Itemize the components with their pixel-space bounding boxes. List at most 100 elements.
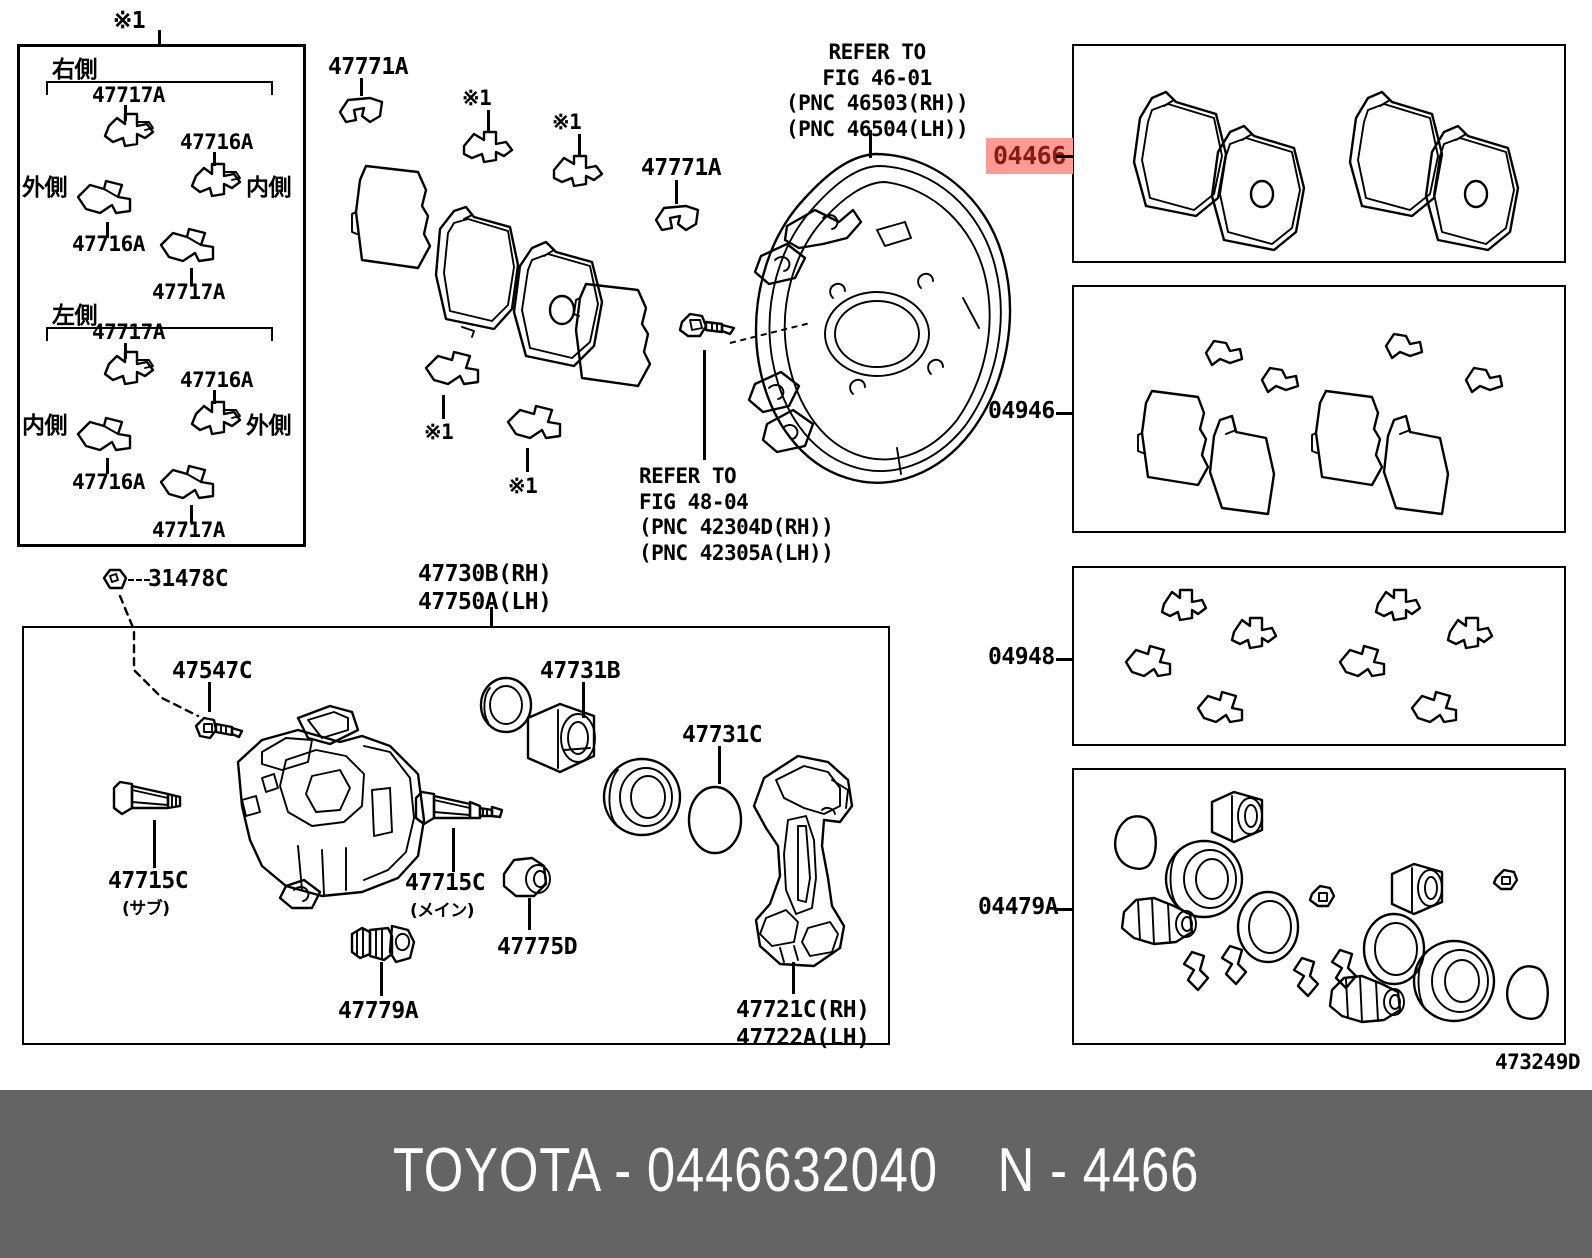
caliper-title-lh: 47750A(LH) xyxy=(418,589,552,616)
seal-kit-small-bushing-2 xyxy=(1492,868,1519,891)
bolt-ref-line-2: FIG 48-04 xyxy=(639,489,749,514)
clip-kit-item-1 xyxy=(1160,588,1208,622)
ref-mark-3: ※1 xyxy=(424,420,454,444)
kit-label-04479A[interactable]: 04479A xyxy=(978,894,1059,920)
leader-04466 xyxy=(1056,155,1074,158)
shim-kit-clip-3 xyxy=(1384,332,1424,360)
leader-47717A-l2 xyxy=(190,505,193,523)
seal-kit-boot-2 xyxy=(1412,939,1496,1023)
inset-part-47716A-l1: 47716A xyxy=(180,368,253,392)
mounting-bracket-label-block: 47721C(RH)47722A(LH) xyxy=(736,996,870,1052)
inset-part-47716A-l2: 47716A xyxy=(72,470,145,494)
leader-backing-plate xyxy=(869,130,872,158)
banner-part-number-text: TOYOTA - 0446632040 N - 4466 xyxy=(392,1136,1200,1205)
pad-clip-icon-right xyxy=(654,204,700,232)
leader-47716A-l2 xyxy=(106,458,109,474)
leader-mounting-bracket xyxy=(792,962,795,994)
leader-ref-3 xyxy=(442,395,445,419)
kit-label-04946[interactable]: 04946 xyxy=(988,398,1055,424)
bolt-47779A-icon xyxy=(350,924,416,964)
clip-icon-47716A-l2 xyxy=(76,416,132,452)
clip-icon-47717A-l2 xyxy=(159,464,215,500)
inset-bracket-left xyxy=(46,327,273,341)
leader-47717A-r2 xyxy=(190,268,193,286)
ref-line-3: (PNC 46503(RH)) xyxy=(786,91,969,116)
part-label-47715C-main: 47715C xyxy=(405,870,486,896)
bolt-ref-line-4: (PNC 42305A(LH)) xyxy=(639,540,834,565)
part-label-47775D: 47775D xyxy=(497,934,578,960)
shim-plate-outer xyxy=(351,164,432,270)
caliper-body-icon xyxy=(236,704,426,910)
bolt-ref-line-1: REFER TO xyxy=(639,464,737,488)
caliper-mount-icon xyxy=(752,754,854,968)
boot-ring-icon xyxy=(687,785,743,855)
clip-kit-item-8 xyxy=(1410,690,1458,724)
part-note-47715C-main: (メイン) xyxy=(410,901,475,921)
clip-kit-item-5 xyxy=(1374,588,1422,622)
pad-kit-pad-1b xyxy=(1210,124,1306,252)
inset-inner-label-right: 内側 xyxy=(246,175,292,201)
part-note-47715C-sub: (サブ) xyxy=(122,899,170,919)
leader-47775D xyxy=(528,898,531,930)
leader-ref-4 xyxy=(526,448,529,472)
inset-part-47717A-l1: 47717A xyxy=(92,320,165,344)
leader-04948 xyxy=(1056,658,1074,661)
part-label-47547C: 47547C xyxy=(172,658,253,684)
shim-kit-clip-4 xyxy=(1464,366,1504,394)
bleeder-screw-icon xyxy=(194,716,244,740)
slide-pin-main-icon xyxy=(414,790,504,826)
part-label-47771A-left: 47771A xyxy=(328,54,409,80)
inset-part-47717A-r1: 47717A xyxy=(92,83,165,107)
caliper-title-block: 47730B(RH)47750A(LH) xyxy=(418,560,552,616)
leader-caliper-title xyxy=(490,607,493,627)
caliper-panel xyxy=(22,626,890,1045)
clip-kit-item-4 xyxy=(1196,690,1244,724)
seal-kit-clip-3 xyxy=(1292,956,1320,998)
piston-boot-icon xyxy=(602,757,682,837)
kit-panel-04948 xyxy=(1072,566,1566,746)
part-label-47731B: 47731B xyxy=(540,658,621,684)
leader-47771A-left xyxy=(360,78,363,96)
inset-side-label-left: 左側 xyxy=(52,303,98,329)
clip-icon-47716A-l1 xyxy=(190,400,242,436)
seal-kit-bellows-1 xyxy=(1120,896,1197,946)
leader-47716A-r2 xyxy=(106,222,109,238)
ref-line-1: REFER TO xyxy=(828,40,927,64)
shim-kit-plate-2 xyxy=(1208,414,1276,516)
part-label-47771A-right: 47771A xyxy=(641,155,722,181)
bleeder-cap-dash xyxy=(128,579,150,581)
slide-pin-sub-icon xyxy=(112,780,182,816)
leader-04479A xyxy=(1056,908,1074,911)
inset-part-47716A-r2: 47716A xyxy=(72,232,145,256)
leader-47716A-l1 xyxy=(213,390,216,404)
leader-ref-2 xyxy=(578,134,581,156)
dust-boot-icon xyxy=(502,856,551,898)
kit-label-04948[interactable]: 04948 xyxy=(988,644,1055,670)
kit-panel-04946 xyxy=(1072,285,1566,533)
inset-part-47717A-r2: 47717A xyxy=(152,280,225,304)
seal-kit-clip-4 xyxy=(1330,948,1358,990)
seal-kit-piston-2 xyxy=(1390,862,1444,916)
bleeder-cap-icon xyxy=(102,568,128,590)
seal-kit-ring-4 xyxy=(1506,965,1549,1020)
seal-kit-ring-1 xyxy=(1114,815,1157,870)
seal-kit-ring-2 xyxy=(1236,890,1300,964)
clip-icon-47717A-l1 xyxy=(103,350,155,386)
ref-line-2: FIG 46-01 xyxy=(822,65,932,90)
ref-mark-1: ※1 xyxy=(462,86,492,110)
part-label-47715C-sub: 47715C xyxy=(108,868,189,894)
seal-kit-boot-1 xyxy=(1164,839,1244,919)
leader-bolt-ref xyxy=(703,350,706,460)
clip-icon-center-2 xyxy=(552,154,604,188)
leader-47716A-r1 xyxy=(213,152,216,166)
inset-marker-label: ※1 xyxy=(113,8,146,34)
inset-outer-label-right: 外側 xyxy=(22,175,68,201)
inset-marker-leader xyxy=(158,30,161,46)
part-label-47722A: 47722A(LH) xyxy=(736,1025,870,1052)
ref-line-4: (PNC 46504(LH)) xyxy=(786,116,969,141)
bleeder-dashed-path xyxy=(118,594,200,718)
seal-kit-clip-2 xyxy=(1220,944,1248,986)
inset-part-47716A-r1: 47716A xyxy=(180,130,253,154)
bottom-banner xyxy=(0,1090,1592,1258)
clip-icon-47716A-r2 xyxy=(76,179,132,215)
